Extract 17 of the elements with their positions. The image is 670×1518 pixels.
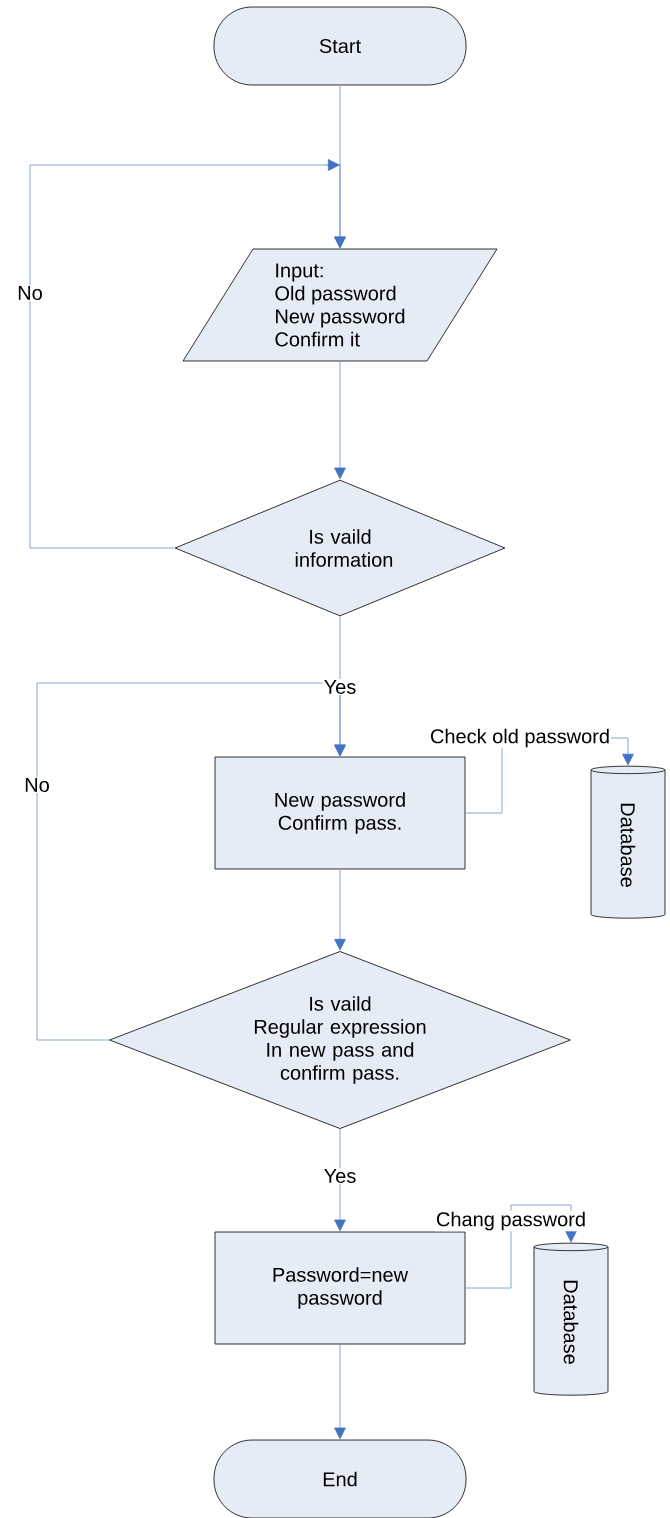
database-cylinder: Database xyxy=(533,1242,609,1396)
arrow xyxy=(334,361,346,480)
arrow xyxy=(29,159,346,549)
edge-label: Yes xyxy=(322,679,358,695)
database-cylinder: Database xyxy=(590,765,666,919)
edge-label: No xyxy=(23,777,51,793)
edge-label: No xyxy=(16,285,44,301)
process-box: Password=new password xyxy=(214,1231,466,1345)
edge-label: Yes xyxy=(322,1168,358,1184)
process-box: New password Confirm pass. xyxy=(214,756,466,870)
arrow xyxy=(36,682,346,1041)
edge-label: Check old password xyxy=(428,727,612,749)
arrow xyxy=(334,1344,346,1440)
arrow xyxy=(334,1128,346,1232)
edge-label: Chang password xyxy=(434,1210,588,1232)
input-parallelogram: Input: Old password New password Confirm it xyxy=(182,248,498,362)
arrow xyxy=(334,869,346,951)
